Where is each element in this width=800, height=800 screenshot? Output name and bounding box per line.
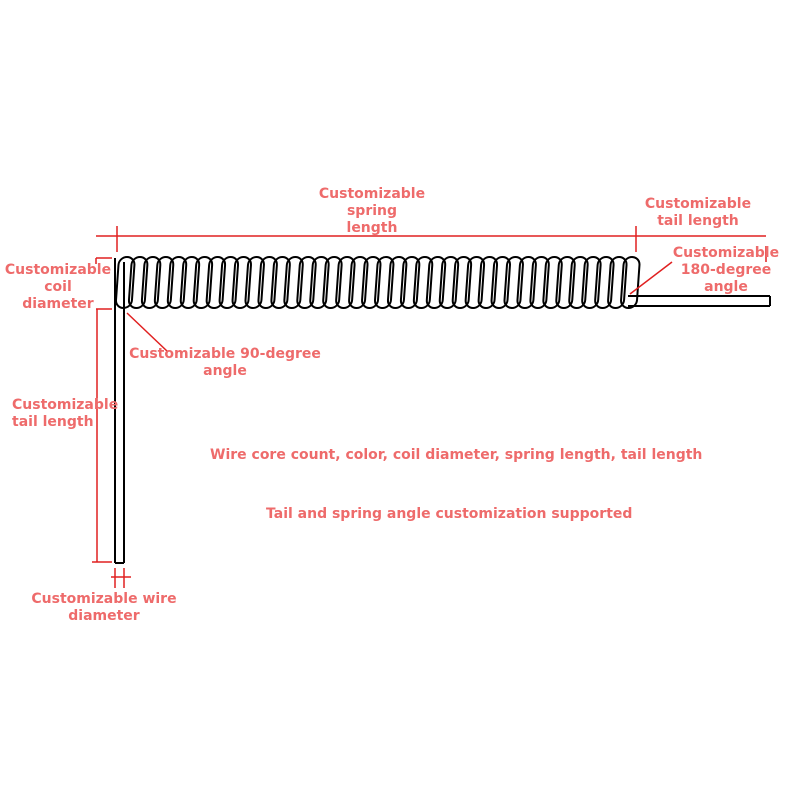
angle-180-leader bbox=[629, 261, 673, 295]
coil-turn bbox=[192, 256, 214, 309]
coil-turn bbox=[516, 256, 537, 309]
tail-length-left-label: Customizable tail length bbox=[12, 397, 119, 430]
dimension-lines bbox=[92, 226, 767, 588]
coil-turn bbox=[257, 256, 278, 309]
coil-turn bbox=[503, 256, 524, 309]
coil-turn bbox=[620, 256, 641, 309]
coil-turn bbox=[283, 256, 304, 309]
coil-turn bbox=[140, 256, 162, 309]
customization-note-2: Tail and spring angle customization supp… bbox=[266, 506, 633, 522]
coil-turn bbox=[438, 256, 460, 309]
spring-length-label: Customizable spring length bbox=[318, 186, 426, 236]
coil-turn bbox=[127, 256, 149, 309]
coil-turn bbox=[568, 256, 589, 309]
coil-turn bbox=[425, 256, 447, 309]
coil-turn bbox=[296, 256, 317, 309]
coil-turn bbox=[309, 256, 330, 309]
coil-turn bbox=[114, 256, 136, 309]
coil-turn bbox=[477, 256, 499, 309]
spring-coils bbox=[114, 256, 641, 309]
coil-turn bbox=[153, 256, 175, 309]
coil-turn bbox=[218, 256, 240, 309]
coil-turn bbox=[231, 256, 252, 309]
coil-turn bbox=[348, 256, 369, 309]
angle-180-label: Customizable 180-degree angle bbox=[672, 245, 780, 295]
coil-turn bbox=[386, 256, 408, 309]
angle-90-label: Customizable 90-degree angle bbox=[129, 346, 321, 379]
coil-turn bbox=[594, 256, 615, 309]
coil-turn bbox=[322, 256, 343, 309]
horizontal-tail bbox=[628, 295, 771, 307]
coil-turn bbox=[581, 256, 602, 309]
coil-turn bbox=[412, 256, 434, 309]
coil-turn bbox=[373, 256, 395, 309]
vertical-tail bbox=[114, 258, 125, 564]
coil-turn bbox=[399, 256, 421, 309]
coil-turn bbox=[270, 256, 291, 309]
coil-turn bbox=[166, 256, 188, 309]
coil-turn bbox=[542, 256, 563, 309]
tail-length-top-label: Customizable tail length bbox=[644, 196, 752, 229]
coil-diameter-label: Customizable coil diameter bbox=[4, 262, 112, 312]
coil-turn bbox=[451, 256, 473, 309]
coil-turn bbox=[335, 256, 356, 309]
coil-turn bbox=[490, 256, 511, 309]
angle-90-leader bbox=[126, 312, 169, 353]
wire-diameter-label: Customizable wire diameter bbox=[31, 591, 177, 624]
coil-turn bbox=[607, 256, 628, 309]
coil-turn bbox=[244, 256, 265, 309]
coil-turn bbox=[529, 256, 550, 309]
coil-turn bbox=[555, 256, 576, 309]
customization-note-1: Wire core count, color, coil diameter, s… bbox=[210, 447, 703, 463]
coil-turn bbox=[179, 256, 201, 309]
coil-turn bbox=[205, 256, 227, 309]
coil-turn bbox=[464, 256, 486, 309]
coil-turn bbox=[361, 256, 382, 309]
